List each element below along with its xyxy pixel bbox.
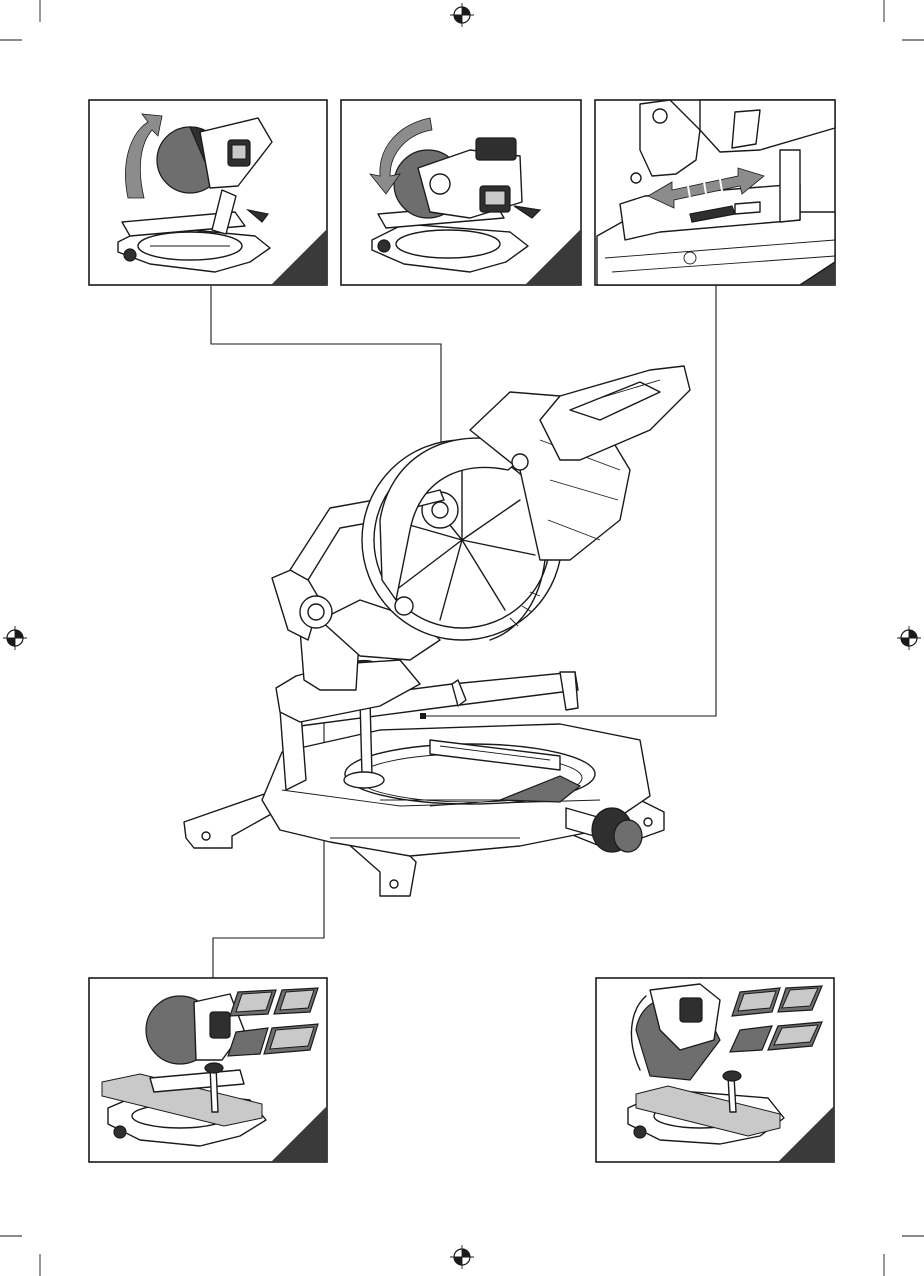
registration-mark-right-icon <box>897 626 921 650</box>
registration-mark-bottom-icon <box>450 1245 474 1269</box>
panel-bevel-cut-work <box>596 978 834 1162</box>
panel-crosscut-work <box>89 978 327 1162</box>
panel-raise-head <box>89 100 327 285</box>
panel-slide-fence <box>595 100 835 285</box>
miter-saw-main-illustration <box>184 366 690 896</box>
panel-lower-head <box>341 100 581 285</box>
registration-mark-left-icon <box>3 626 27 650</box>
registration-mark-top-icon <box>450 3 474 27</box>
